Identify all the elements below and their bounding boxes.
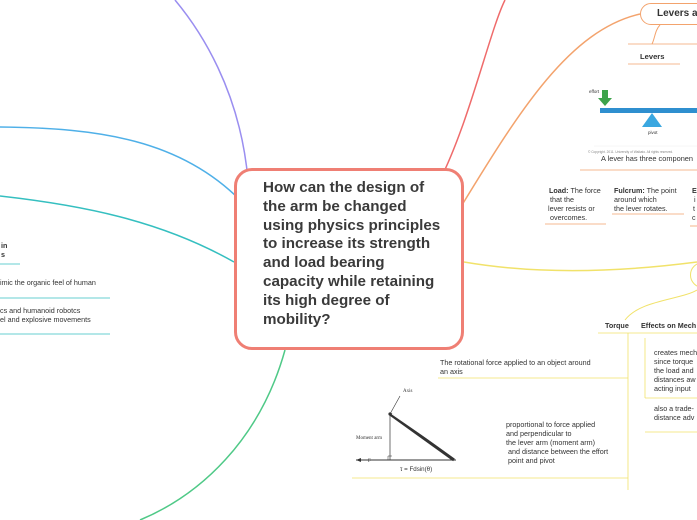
fulcrum-text-line-3: the lever rotates. <box>614 204 668 213</box>
left-heading-line-1[interactable]: in <box>1 241 8 250</box>
torque-definition-line-1[interactable]: The rotational force applied to an objec… <box>440 358 591 367</box>
blue-branch-line <box>0 126 241 201</box>
effect-2-line-2: distance adv <box>654 413 695 422</box>
green-branch-line <box>139 349 286 520</box>
proportional-line-5: point and pivot <box>508 456 555 465</box>
effect-1-line-4: distances aw <box>654 375 696 384</box>
effort-label: effort <box>589 89 600 94</box>
torque-diagram <box>356 395 457 462</box>
levers-topic-title: Levers a <box>657 8 697 19</box>
fulcrum-text-line-2: around which <box>614 195 657 204</box>
left-item-1[interactable]: imic the organic feel of human <box>0 278 96 287</box>
load-name: Load: <box>549 186 569 195</box>
effort-component[interactable]: E <box>692 186 697 195</box>
proportional-line-2: and perpendicular to <box>506 429 572 438</box>
axis-label: Axis <box>403 389 413 394</box>
effort-arrow-icon <box>598 90 612 106</box>
orange-branch-line <box>461 13 641 206</box>
lever-beam <box>600 108 697 113</box>
load-text-line: The force <box>570 186 601 195</box>
torque-header[interactable]: Torque <box>605 321 629 330</box>
fulcrum-text-line: The point <box>646 186 677 195</box>
pivot-label: pivot <box>648 130 658 135</box>
central-topic-text: How can the design of the arm be changed… <box>263 179 441 328</box>
effect-2-line-1[interactable]: also a trade- <box>654 404 694 413</box>
red-branch-line <box>439 0 506 181</box>
purple-branch-line <box>174 0 249 181</box>
load-text-line-4: overcomes. <box>550 213 588 222</box>
effect-1-line-5: acting input <box>654 384 691 393</box>
central-topic-node[interactable]: How can the design of the arm be changed… <box>234 168 464 350</box>
left-item-2[interactable]: cs and humanoid robotcs <box>0 306 81 315</box>
levers-connector <box>651 24 661 45</box>
load-component[interactable]: Load: The force <box>549 186 601 196</box>
load-text-line-2: that the <box>550 195 574 204</box>
effort-text-line-2: t <box>693 204 695 213</box>
effect-1-line-3: the load and <box>654 366 694 375</box>
lever-image <box>584 82 697 156</box>
torque-definition-line-2: an axis <box>440 367 463 376</box>
effects-header[interactable]: Effects on Mech <box>641 321 697 330</box>
proportional-line-1[interactable]: proportional to force applied <box>506 420 596 429</box>
copyright-text: © Copyright. 2011. University of Waikato… <box>588 150 674 154</box>
pivot-triangle <box>642 113 662 127</box>
yellow-branch-line <box>463 261 697 272</box>
torque-formula: τ = Fdsin(θ) <box>400 466 433 473</box>
effort-text-line-3: c <box>692 213 696 222</box>
force-label: F <box>368 459 371 464</box>
left-heading-line-2: s <box>1 250 5 259</box>
components-intro[interactable]: A lever has three componen <box>601 154 694 163</box>
proportional-line-4: and distance between the effort <box>508 447 609 456</box>
fulcrum-component[interactable]: Fulcrum: The point <box>614 186 677 196</box>
proportional-line-3: the lever arm (moment arm) <box>506 438 596 447</box>
load-text-line-3: lever resists or <box>548 204 595 213</box>
levers-topic-node[interactable]: Levers a <box>640 3 697 25</box>
teal-branch-line <box>0 195 235 263</box>
fulcrum-name: Fulcrum: <box>614 186 645 195</box>
effect-1-line-2: since torque <box>654 357 694 366</box>
levers-subtopic[interactable]: Levers <box>640 52 665 61</box>
effort-text-line-1: i <box>694 195 696 204</box>
effect-1-line-1[interactable]: creates mech <box>654 348 697 357</box>
left-item-3[interactable]: el and explosive movements <box>0 315 91 324</box>
moment-arm-label: Moment arm <box>356 436 382 441</box>
